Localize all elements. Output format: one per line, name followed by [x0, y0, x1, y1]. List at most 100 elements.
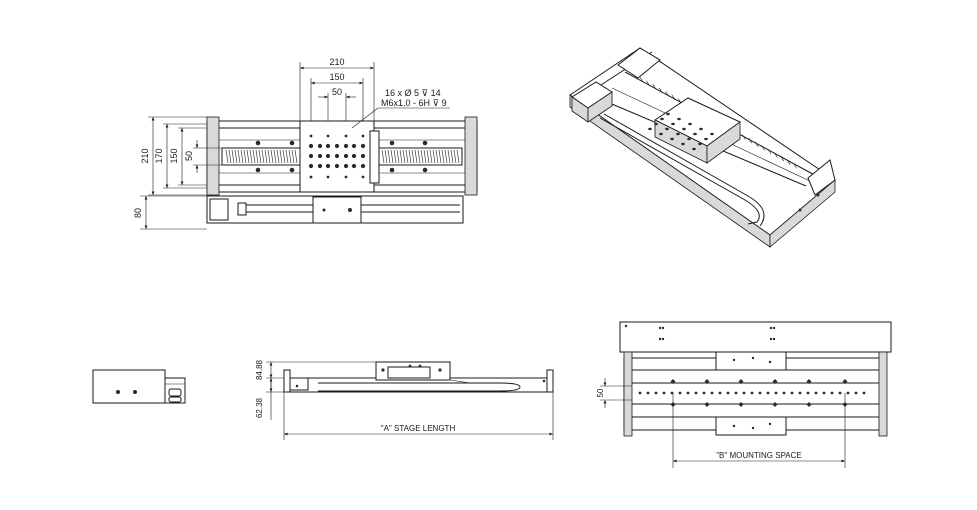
dim-50-bottom: 50	[596, 388, 605, 397]
mounting-hole	[702, 391, 706, 395]
carriage-hole	[334, 153, 340, 159]
iso-thread-line	[742, 134, 746, 140]
iso-carriage-hole	[665, 127, 669, 131]
thread-line	[291, 149, 295, 164]
carriage-hole	[360, 163, 366, 169]
thread-line	[441, 149, 445, 164]
mounting-hole	[654, 391, 658, 395]
mounting-diamond	[772, 379, 778, 384]
thread-line	[399, 149, 403, 164]
iso-carriage-hole	[682, 127, 686, 131]
iso-carriage-hole	[676, 132, 680, 136]
carriage-hole	[351, 143, 357, 149]
iso-carriage-hole	[692, 147, 696, 151]
carriage-hole	[343, 153, 349, 159]
mounting-hole	[750, 391, 754, 395]
carriage-hole	[361, 175, 365, 179]
dim-210-height: 210	[140, 148, 150, 163]
iso-end-block-front	[807, 159, 836, 196]
thread-line	[237, 149, 241, 164]
side-view-cable-loop	[318, 382, 521, 392]
hole-note-thread: M6x1.0 - 6H ⊽ 9	[381, 98, 447, 108]
thread-line	[228, 149, 232, 164]
thread-line	[276, 149, 280, 164]
carriage-bracket	[369, 130, 380, 184]
iso-carriage-side	[706, 121, 741, 164]
side-view-end-left	[283, 369, 291, 393]
thread-line	[273, 149, 277, 164]
thread-line	[417, 149, 421, 164]
dim-80-height: 80	[133, 208, 143, 218]
mounting-hole	[686, 391, 690, 395]
thread-line	[234, 149, 238, 164]
iso-carriage-hole	[704, 137, 708, 141]
carriage-hole	[326, 175, 330, 179]
dim-50-width: 50	[332, 87, 342, 97]
iso-carriage-hole	[659, 132, 663, 136]
bottom-view: 50 "B" MOUNTING SPACE	[596, 321, 892, 468]
thread-line	[270, 149, 274, 164]
carriage-hole	[325, 163, 331, 169]
side-view-end-right	[546, 369, 554, 393]
iso-carriage-hole	[654, 122, 658, 126]
thread-line	[381, 149, 385, 164]
mounting-hole	[814, 391, 818, 395]
thread-line	[282, 149, 286, 164]
thread-line	[267, 149, 271, 164]
mounting-hole	[734, 391, 738, 395]
side-view-carriage-block	[387, 366, 431, 379]
carriage-hole	[326, 134, 330, 138]
carriage-hole	[317, 163, 323, 169]
mounting-hole	[638, 391, 642, 395]
mounting-diamond	[806, 402, 812, 407]
thread-line	[249, 149, 253, 164]
carriage-hole	[325, 153, 331, 159]
bottom-view-cable-plate	[619, 321, 892, 353]
thread-line	[414, 149, 418, 164]
carriage-hole	[343, 143, 349, 149]
carriage-hole	[344, 134, 348, 138]
mounting-hole	[766, 391, 770, 395]
mounting-hole	[854, 391, 858, 395]
mounting-diamond	[806, 379, 812, 384]
isometric-view	[569, 47, 836, 248]
side-hole	[348, 208, 352, 212]
mounting-hole	[718, 391, 722, 395]
carriage-hole	[334, 143, 340, 149]
top-view: 210 150 50 16 x Ø 5 ⊽ 14 M6x1.0 - 6H ⊽ 9…	[133, 57, 478, 230]
iso-thread-line	[761, 145, 765, 151]
carriage-side-block	[312, 196, 362, 224]
mounting-hole	[726, 391, 730, 395]
iso-carriage-hole	[660, 117, 664, 121]
thread-line	[411, 149, 415, 164]
iso-thread-line	[748, 138, 753, 144]
mounting-diamond	[772, 402, 778, 407]
mounting-diamond	[670, 379, 676, 384]
iso-carriage-hole	[698, 142, 702, 146]
thread-line	[231, 149, 235, 164]
mounting-hole	[662, 391, 666, 395]
mounting-hole	[862, 391, 866, 395]
iso-thread-line	[793, 163, 797, 169]
dim-150-height: 150	[169, 148, 179, 163]
mounting-diamond	[738, 402, 744, 407]
mounting-hole	[694, 391, 698, 395]
carriage-hole	[361, 134, 365, 138]
thread-line	[408, 149, 412, 164]
cable-clamp	[237, 202, 247, 216]
mounting-hole	[646, 391, 650, 395]
iso-thread-line	[671, 94, 676, 101]
iso-carriage-hole	[699, 127, 703, 131]
iso-carriage-hole	[688, 122, 692, 126]
carriage-hole	[308, 143, 314, 149]
dim-84-88: 84.88	[255, 359, 264, 380]
thread-line	[384, 149, 388, 164]
iso-thread-line	[658, 87, 663, 93]
iso-carriage-hole	[681, 142, 685, 146]
bottom-view-end-left	[623, 351, 633, 437]
iso-motor-side	[587, 91, 613, 123]
carriage-hole	[351, 163, 357, 169]
dim-150-width: 150	[329, 72, 344, 82]
thread-line	[387, 149, 391, 164]
